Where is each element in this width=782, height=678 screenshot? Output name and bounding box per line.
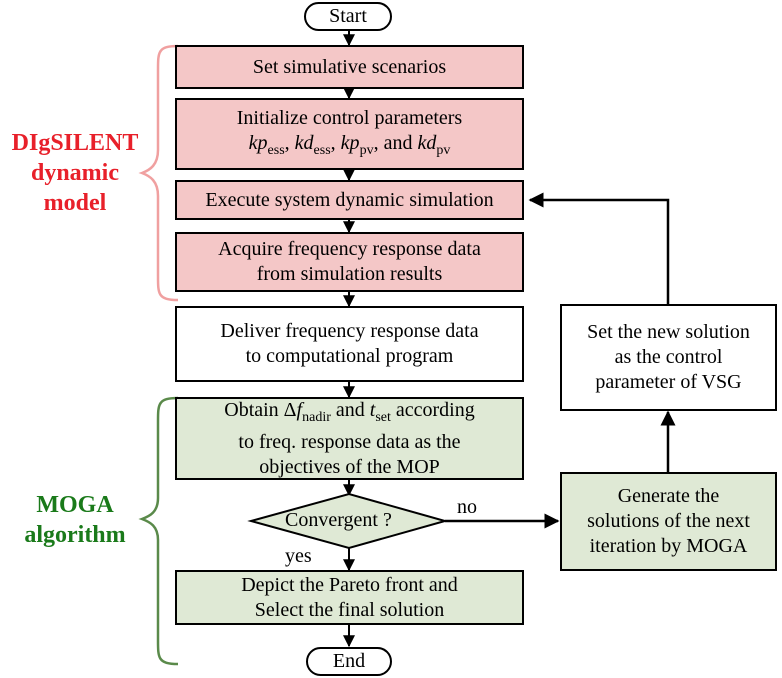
obtain-post: according — [390, 398, 475, 421]
digsilent-brace — [138, 44, 179, 302]
moga-line1: MOGA — [36, 492, 114, 518]
kd-ess-var: kd — [294, 131, 314, 154]
generate-line1: Generate the — [617, 485, 720, 507]
kd-pv-sub: pv — [436, 142, 451, 158]
deliver-line2: to computational program — [245, 345, 454, 367]
kp-pv-var: kp — [340, 131, 360, 154]
digsilent-line2: dynamic — [30, 160, 119, 186]
convergent-text: Convergent ? — [285, 509, 392, 531]
newsol-line2: as the control — [614, 346, 723, 368]
generate-line2: solutions of the next — [587, 510, 750, 532]
acquire-line2: from simulation results — [256, 263, 443, 285]
depict-line1: Depict the Pareto front and — [241, 573, 458, 596]
moga-label: MOGA algorithm — [0, 490, 150, 550]
start-terminal: Start — [304, 2, 392, 31]
sep3: , and — [373, 131, 418, 154]
acquire-data-box: Acquire frequency response data from sim… — [175, 232, 524, 292]
init-params-line2: kpess, kdess, kppv, and kdpv — [249, 131, 451, 163]
generate-solutions-box: Generate the solutions of the next itera… — [560, 472, 777, 571]
init-params-box: Initialize control parameters kpess, kde… — [175, 98, 524, 170]
kd-ess-sub: ess — [313, 142, 331, 158]
deliver-data-box: Deliver frequency response data to compu… — [175, 306, 524, 382]
obtain-line3: objectives of the MOP — [259, 455, 440, 478]
set-scenarios-box: Set simulative scenarios — [175, 45, 524, 89]
obtain-nadir: nadir — [302, 409, 331, 425]
kd-pv-var: kd — [417, 131, 437, 154]
start-label: Start — [329, 5, 367, 27]
moga-line2: algorithm — [24, 522, 126, 548]
kp-ess-var: kp — [248, 131, 268, 154]
kp-pv-sub: pv — [359, 142, 374, 158]
no-label: no — [457, 496, 477, 518]
depict-pareto-box: Depict the Pareto front and Select the f… — [175, 570, 524, 625]
digsilent-line1: DIgSILENT — [11, 130, 139, 156]
newsol-line1: Set the new solution — [587, 321, 750, 343]
obtain-objectives-box: Obtain Δfnadir and tset according to fre… — [175, 397, 524, 480]
generate-line3: iteration by MOGA — [589, 535, 748, 557]
yes-label: yes — [285, 545, 312, 567]
depict-line2: Select the final solution — [254, 598, 445, 621]
arrow-newsol-to-execute — [528, 192, 670, 304]
digsilent-line3: model — [43, 190, 107, 216]
obtain-and: and — [330, 398, 370, 421]
obtain-line2: to freq. response data as the — [238, 430, 461, 453]
execute-simulation-box: Execute system dynamic simulation — [175, 180, 524, 220]
digsilent-label: DIgSILENT dynamic model — [0, 128, 150, 218]
sep2: , — [330, 131, 341, 154]
init-params-line1: Initialize control parameters — [236, 106, 463, 129]
sep1: , — [284, 131, 295, 154]
acquire-line1: Acquire frequency response data — [218, 238, 481, 260]
deliver-line1: Deliver frequency response data — [220, 320, 479, 342]
obtain-line1: Obtain Δfnadir and tset according — [224, 398, 475, 430]
kp-ess-sub: ess — [267, 142, 285, 158]
execute-simulation-text: Execute system dynamic simulation — [205, 188, 494, 211]
obtain-f: f — [296, 398, 303, 421]
obtain-t: t — [369, 398, 376, 421]
convergent-diamond — [247, 492, 449, 550]
set-scenarios-text: Set simulative scenarios — [252, 55, 447, 78]
obtain-pre: Obtain Δ — [224, 398, 297, 421]
end-label: End — [332, 650, 366, 672]
end-terminal: End — [306, 647, 392, 676]
newsol-line3: parameter of VSG — [595, 371, 742, 393]
obtain-set: set — [375, 409, 391, 425]
moga-brace — [138, 396, 179, 666]
new-solution-box: Set the new solution as the control para… — [560, 304, 777, 411]
